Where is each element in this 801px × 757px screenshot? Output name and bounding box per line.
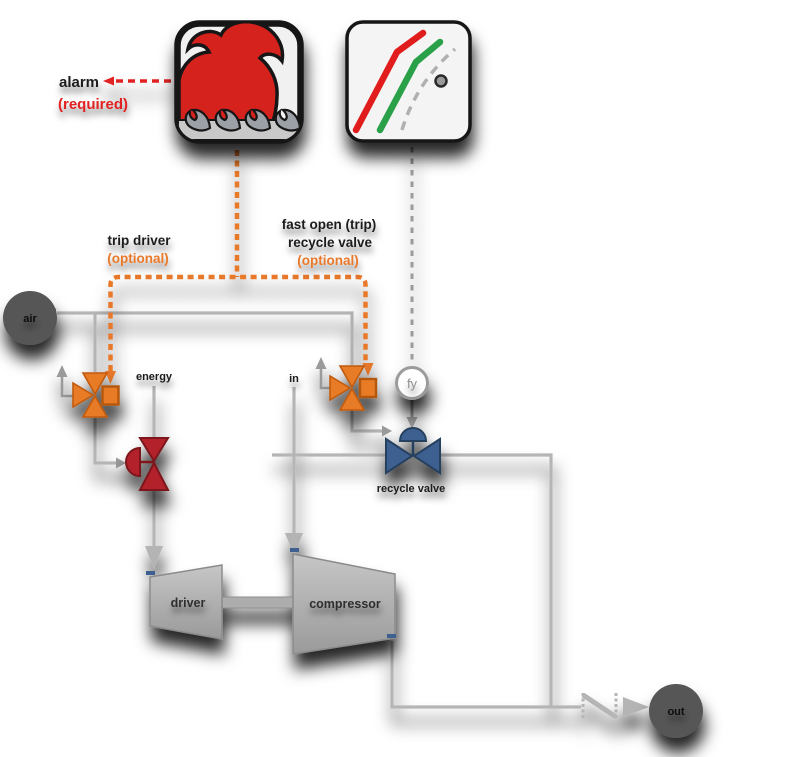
out-node-label: out — [667, 706, 684, 718]
icon-boxes — [174, 20, 472, 144]
recycle-valve-icon — [385, 427, 441, 475]
three-way-trip-valve-right-icon — [329, 365, 378, 411]
driver-label: driver — [171, 596, 206, 610]
surge-limit-line — [352, 29, 427, 134]
three-way-trip-valve-left-icon — [72, 372, 120, 418]
compressor-outlet-nozzle — [387, 634, 396, 638]
outlet-arrowhead — [623, 697, 649, 717]
driver-trip-valve-icon — [125, 437, 170, 491]
fy-output-arrowhead — [406, 417, 418, 429]
compressor-inlet-nozzle — [290, 548, 299, 552]
air-node-label: air — [23, 313, 37, 325]
map-dashed-curve — [400, 47, 457, 131]
recycle-valve-label: recycle valve — [377, 483, 446, 495]
terminals — [3, 291, 703, 738]
labels: alarm (required) trip driver (optional) … — [23, 74, 685, 718]
alarm-required-label: (required) — [58, 96, 128, 113]
trip-arrowhead-right — [362, 363, 374, 376]
line-break-diagonal — [581, 692, 618, 720]
trip-signal-path — [108, 274, 368, 371]
shaft — [221, 596, 294, 609]
tsunami-waves-icon — [174, 20, 304, 144]
performance-map-icon — [345, 20, 472, 143]
air-supply-line — [57, 311, 354, 365]
right-valve-output-arrowhead — [382, 425, 392, 437]
fast-open-label-line1: fast open (trip) — [282, 217, 377, 232]
small-gray-waves — [184, 108, 301, 132]
trip-arrowhead-left — [105, 371, 116, 384]
inlet-arrowhead — [285, 533, 303, 556]
energy-label: energy — [136, 371, 173, 383]
big-red-wave — [177, 23, 285, 132]
energy-arrowhead — [145, 546, 163, 569]
in-label: in — [289, 373, 299, 385]
valves — [72, 365, 441, 491]
recycle-line — [272, 453, 553, 707]
vent-arrowhead-right — [315, 357, 327, 369]
left-valve-output-arrowhead — [116, 457, 126, 469]
alarm-arrowhead — [103, 76, 114, 86]
vent-arrowhead-left — [56, 365, 68, 377]
driver-symbol — [149, 564, 223, 640]
recycle-valve-actuator-dome — [398, 427, 428, 442]
fast-open-optional-label: (optional) — [297, 253, 358, 268]
operating-point-dot — [434, 74, 448, 88]
trip-driver-optional-label: (optional) — [107, 251, 168, 266]
control-line — [376, 38, 444, 134]
vent-line-left — [60, 376, 73, 398]
fy-instrument-bubble — [395, 366, 429, 400]
alarm-label: alarm — [59, 74, 99, 91]
signal-lines — [103, 76, 414, 384]
fy-label: fy — [407, 376, 418, 391]
trip-driver-label: trip driver — [107, 233, 171, 248]
compressor-label: compressor — [309, 597, 381, 611]
trip-valve-actuator-dome — [125, 446, 141, 478]
discharge-line — [390, 641, 581, 709]
out-node — [649, 684, 703, 738]
machines — [146, 548, 396, 655]
left-valve-output-line — [93, 418, 116, 465]
fast-open-label-line2: recycle valve — [288, 235, 373, 250]
air-source-node — [3, 291, 57, 345]
driver-inlet-nozzle — [146, 571, 155, 575]
vent-line-right — [319, 368, 331, 390]
right-valve-output-line — [350, 410, 382, 433]
